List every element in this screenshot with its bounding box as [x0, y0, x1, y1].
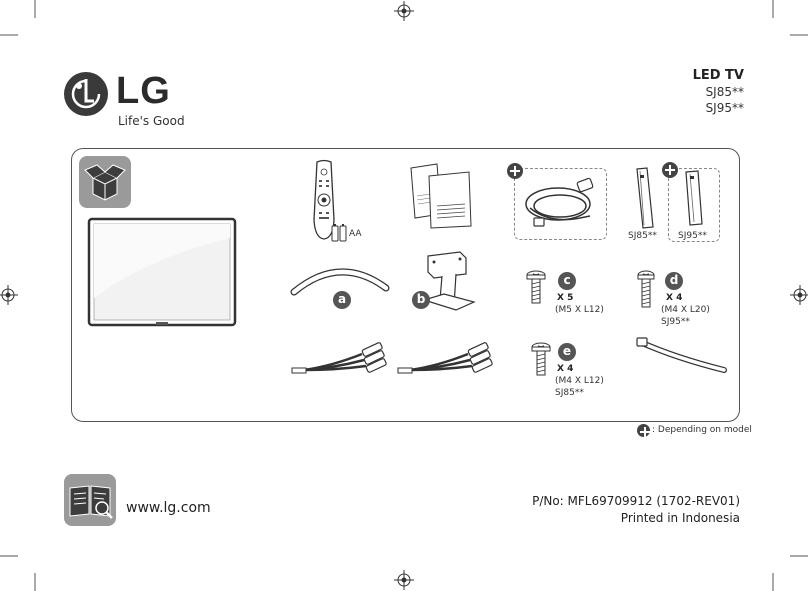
product-model-2: SJ95**: [705, 101, 744, 115]
screw-c-quantity: X 5: [557, 293, 574, 303]
power-cable-box: [514, 168, 607, 240]
badge-e: e: [558, 343, 576, 361]
lg-face-logo: [64, 72, 108, 116]
bracket-sj85-label: SJ85**: [628, 231, 657, 241]
bracket-sj95-label: SJ95**: [678, 231, 707, 241]
package-box-icon: [79, 156, 131, 208]
screw-e-model: SJ85**: [555, 388, 584, 398]
website-url[interactable]: www.lg.com: [126, 500, 211, 516]
badge-a: a: [333, 291, 351, 309]
cable-tie-icon: [636, 337, 727, 373]
bracket-sj85-icon: [636, 167, 654, 229]
badge-c: c: [558, 272, 576, 290]
brand-logo-text: LG: [116, 70, 171, 112]
stand-base-icon: [421, 251, 476, 311]
remote-control-icon: [313, 159, 335, 240]
power-cable-icon: [525, 177, 594, 227]
battery-label: AA: [349, 229, 362, 239]
screw-c-icon: [526, 270, 546, 304]
stand-arc-icon: [290, 268, 390, 296]
product-model-1: SJ85**: [705, 85, 744, 99]
screw-e-quantity: X 4: [557, 364, 574, 374]
bracket-sj95-box: [668, 168, 720, 242]
manual-booklets-icon: [410, 163, 472, 229]
plus-circle-icon-bracket: [662, 162, 678, 178]
screw-d-model: SJ95**: [661, 317, 690, 327]
product-heading: LED TV SJ85** SJ95**: [693, 68, 744, 115]
screw-d-size: (M4 X L20): [661, 305, 710, 315]
badge-d: d: [665, 272, 683, 290]
depending-on-model-note: : Depending on model: [652, 425, 752, 435]
screw-c-size: (M5 X L12): [555, 305, 604, 315]
manual-book-icon: [64, 474, 116, 526]
badge-b: b: [412, 291, 430, 309]
product-title: LED TV: [692, 68, 744, 83]
screw-e-icon: [531, 342, 551, 376]
part-number: P/No: MFL69709912 (1702-REV01): [532, 494, 740, 508]
av-cable-icon-1: [291, 342, 387, 374]
printed-in: Printed in Indonesia: [620, 511, 740, 525]
av-cable-icon-2: [397, 342, 493, 374]
battery-icon: [331, 224, 347, 242]
brand-tagline: Life's Good: [118, 114, 185, 128]
bracket-sj95-icon: [685, 170, 703, 226]
screw-d-quantity: X 4: [666, 293, 683, 303]
tv-illustration: [87, 217, 237, 327]
screw-e-size: (M4 X L12): [555, 376, 604, 386]
screw-d-icon: [637, 270, 655, 308]
plus-circle-icon: [637, 424, 650, 437]
plus-circle-icon-cable: [507, 163, 523, 179]
